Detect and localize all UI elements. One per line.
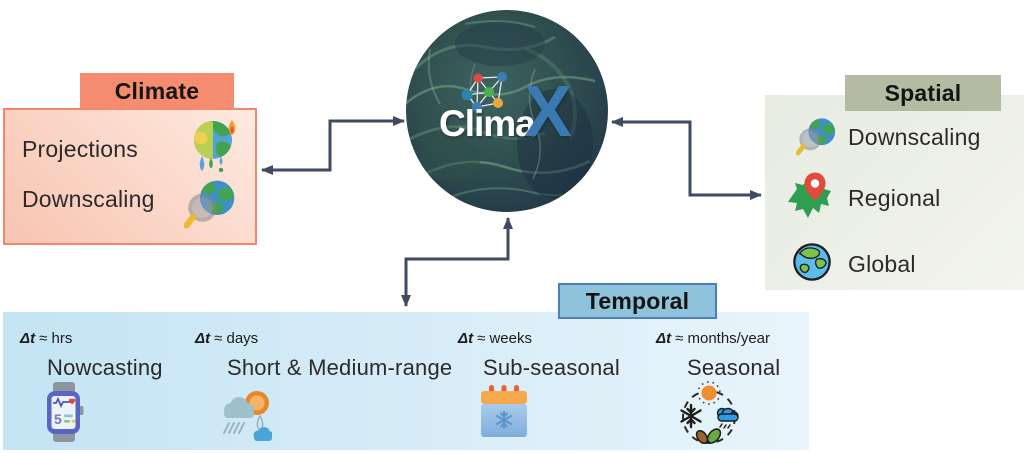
earth-magnifier-icon [796,118,836,156]
temporal-item-nowcasting: Nowcasting [47,355,163,380]
delta-t-weeks: Δt≈ weeks [458,330,532,347]
globe-icon [793,243,831,281]
temporal-band [3,312,809,450]
logo-text-clima: Clima [439,103,536,144]
globe-wind-texture [406,20,596,200]
delta-t-days: Δt≈ days [195,330,259,347]
delta-t-months-year: Δt≈ months/year [656,330,771,347]
smartwatch-icon: 5 [47,382,84,442]
temporal-item-sub-seasonal: Sub-seasonal [483,355,620,380]
delta-t-hrs: Δt≈ hrs [20,330,73,347]
earth-globe-logo: Clima X [406,10,608,212]
weather-icon [223,391,272,441]
logo-text-x: X [524,72,572,152]
connector-spatial [611,117,762,200]
seasons-icon [680,381,739,445]
melting-earth-icon [194,120,236,173]
svg-text:5: 5 [54,411,62,427]
region-pin-icon [788,172,831,218]
connector-climate [261,116,405,175]
earth-magnifier-icon [184,180,235,229]
calendar-snowflake-icon [481,385,527,437]
climate-item-downscaling: Downscaling [22,186,155,212]
climate-item-projections: Projections [22,136,138,162]
spatial-tab: Spatial [845,75,1001,111]
spatial-item-downscaling: Downscaling [848,124,981,150]
temporal-item-short-medium-range: Short & Medium-range [227,355,453,380]
temporal-item-seasonal: Seasonal [687,355,781,380]
spatial-item-global: Global [848,251,916,277]
connector-temporal [401,217,513,307]
temporal-tab: Temporal [558,283,717,319]
network-graph-icon [461,72,507,112]
spatial-item-regional: Regional [848,185,941,211]
climate-tab: Climate [80,73,234,109]
